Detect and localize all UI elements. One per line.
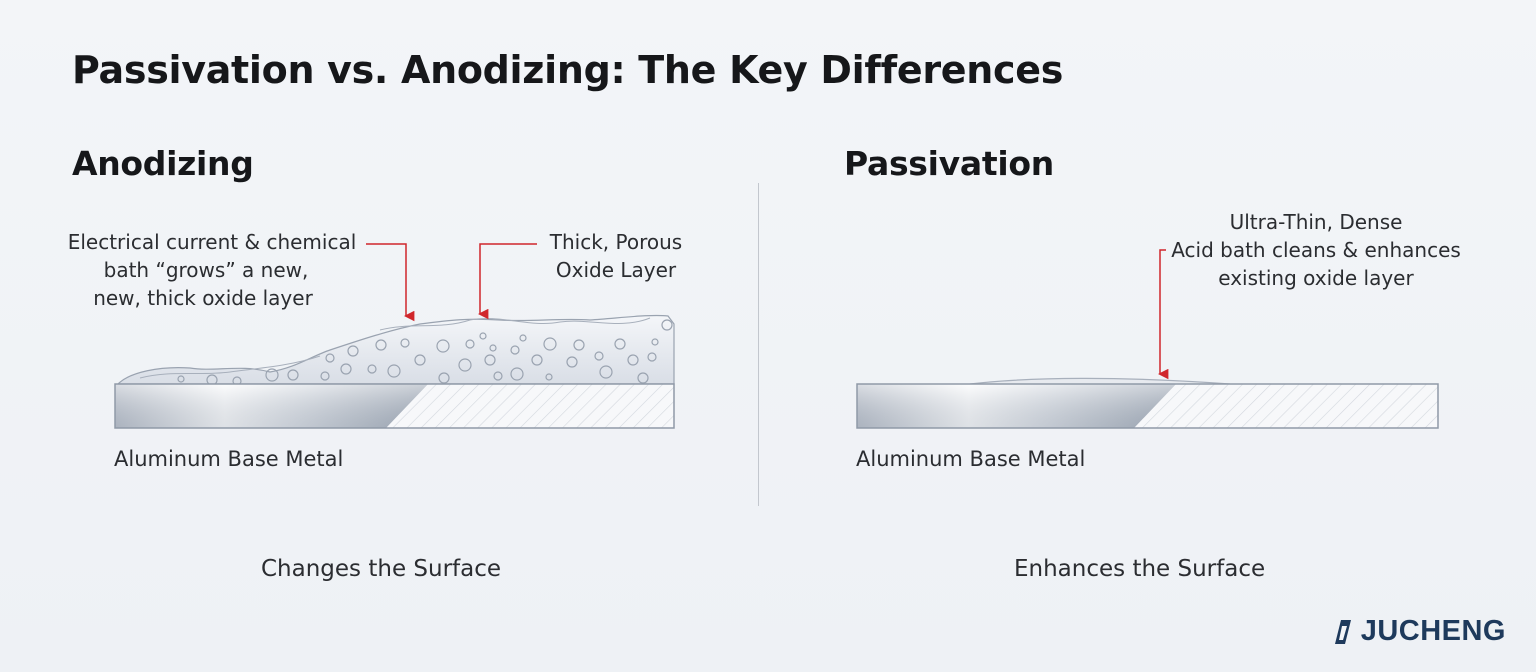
anodizing-process-line-1: Electrical current & chemical [67, 230, 357, 254]
anodizing-caption: Changes the Surface [261, 556, 502, 582]
anodizing-heading: Anodizing [72, 144, 254, 183]
brand-logo: JUCHENG [1333, 615, 1506, 648]
passivation-callout-line-3: existing oxide layer [1218, 266, 1414, 290]
passivation-heading: Passivation [844, 144, 1054, 183]
page-title: Passivation vs. Anodizing: The Key Diffe… [72, 48, 1064, 92]
passivation-callout: Ultra-Thin, Dense Acid bath cleans & enh… [1166, 208, 1466, 292]
anodizing-base-hatch [386, 384, 674, 428]
anodizing-layer-line-2: Oxide Layer [555, 258, 677, 282]
passivation-base-label: Aluminum Base Metal [856, 447, 1086, 471]
anodizing-process-arrow [366, 243, 415, 322]
passivation-cross-section [856, 249, 1439, 429]
anodizing-oxide-layer [116, 314, 675, 385]
anodizing-process-line-3: new, thick oxide layer [93, 286, 313, 310]
anodizing-base-label: Aluminum Base Metal [114, 447, 344, 471]
passivation-callout-line-1: Ultra-Thin, Dense [1229, 210, 1403, 234]
anodizing-layer-callout: Thick, Porous Oxide Layer [536, 228, 696, 284]
jucheng-logo-icon [1334, 619, 1351, 644]
anodizing-process-line-2: bath “grows” a new, [103, 258, 309, 282]
anodizing-process-callout: Electrical current & chemical bath “grow… [62, 228, 362, 312]
oxide-pores [177, 319, 673, 386]
passivation-base-hatch [1134, 384, 1438, 428]
anodizing-layer-arrow [477, 243, 537, 320]
brand-name: JUCHENG [1360, 615, 1506, 647]
passivation-caption: Enhances the Surface [1014, 556, 1266, 582]
anodizing-cross-section [114, 243, 675, 429]
panel-divider [758, 183, 759, 506]
passivation-callout-line-2: Acid bath cleans & enhances [1171, 238, 1461, 262]
anodizing-layer-line-1: Thick, Porous [549, 230, 683, 254]
passivation-thin-oxide-layer [969, 377, 1231, 385]
passivation-arrow [1157, 249, 1169, 380]
